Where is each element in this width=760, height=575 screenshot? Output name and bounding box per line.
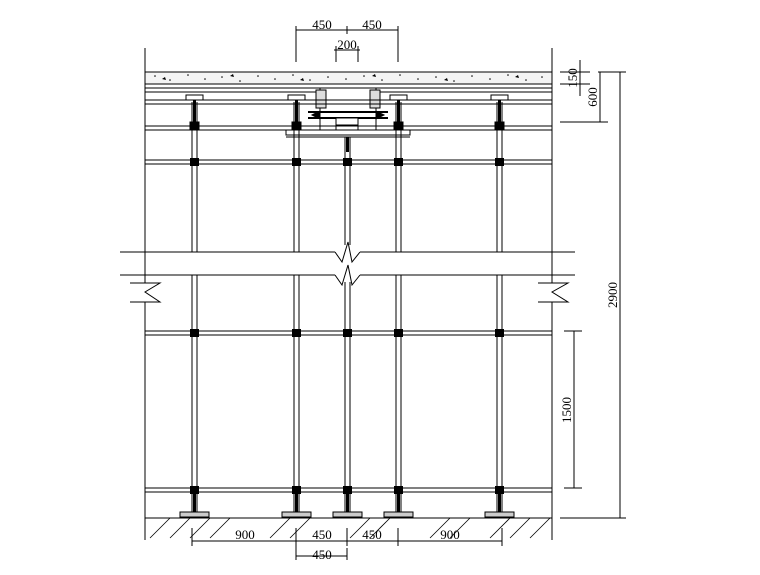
right-dimension-lines <box>560 60 626 519</box>
top-dimension-lines <box>295 26 399 62</box>
beam-bottom-ledger <box>285 129 411 138</box>
bottom-dimension-lines <box>191 528 503 560</box>
top-jacks <box>185 94 509 152</box>
outline <box>130 48 570 540</box>
dim-bottom-lower-center: 450 <box>312 547 332 562</box>
slab-hatch <box>154 74 543 82</box>
break-band <box>120 241 575 287</box>
break-symbol-right <box>538 282 570 303</box>
dim-ledger-spacing: 1500 <box>559 397 574 423</box>
dim-beam-width: 200 <box>337 37 357 52</box>
ground <box>145 517 552 539</box>
dim-beam-depth: 600 <box>585 87 600 107</box>
beam-section <box>308 87 388 133</box>
dim-bottom-outer-right: 900 <box>440 527 460 542</box>
horizontal-ledgers-bottom <box>145 330 552 493</box>
dim-top-right: 450 <box>362 17 382 32</box>
dim-total-height: 2900 <box>605 282 620 308</box>
break-zigzag-top <box>334 241 361 264</box>
dim-bottom-inner-right: 450 <box>362 527 382 542</box>
couplers <box>190 158 504 494</box>
dim-bottom-outer-left: 900 <box>235 527 255 542</box>
post-3 <box>344 137 351 514</box>
dim-bottom-inner-left: 450 <box>312 527 332 542</box>
concrete-slab <box>144 71 553 93</box>
dim-slab-thickness: 150 <box>565 68 580 88</box>
break-zigzag-bottom <box>334 264 361 287</box>
break-symbol-left <box>130 282 162 303</box>
dim-top-left: 450 <box>312 17 332 32</box>
base-jacks <box>179 494 515 518</box>
